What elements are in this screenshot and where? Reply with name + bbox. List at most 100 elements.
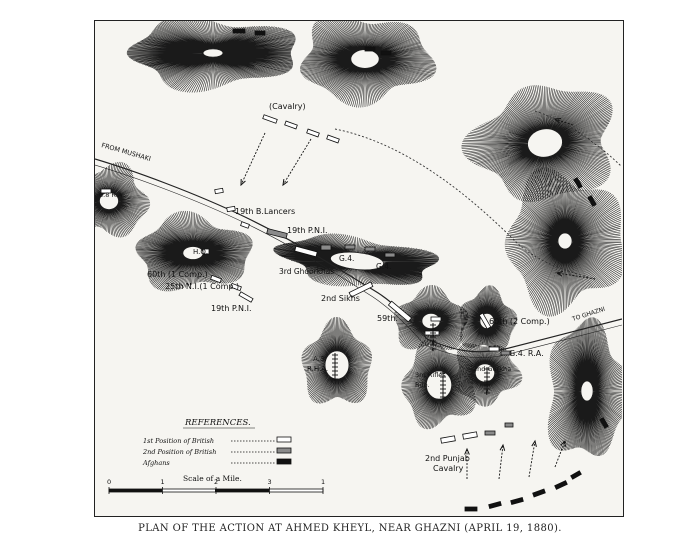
arrows-layer (240, 118, 596, 480)
unit-afghan-bottom-4 (532, 488, 546, 498)
afghan-approach-line (534, 110, 622, 167)
references-heading: REFERENCES. (184, 418, 251, 428)
unit-25th (230, 282, 242, 292)
label-pni-19-upper: 19th P.N.I. (287, 226, 327, 235)
unit-lancers-1 (214, 187, 224, 195)
arrow-punjab-3 (528, 439, 537, 478)
unit-hq (202, 248, 210, 255)
unit-g4-3 (384, 252, 396, 258)
unit-59th (387, 300, 413, 323)
label-regt-59: 59th. (377, 314, 398, 323)
unit-60th-1 (210, 274, 222, 284)
unit-lancers-2 (226, 205, 236, 213)
label-punjab-b: Cavalry (433, 464, 464, 473)
reference-swatch (276, 447, 292, 454)
unit-afghan-right-1 (573, 177, 583, 189)
reference-item-label: 1st Position of British (143, 437, 214, 445)
label-sikhs: 2nd Sikhs (321, 294, 360, 303)
unit-afghan-bottom-6 (570, 470, 582, 480)
label-ni-25: 25th N.I.(1 Comp.) (165, 282, 239, 291)
scale-tick-label: 3 (268, 478, 272, 486)
hill-right-upper (461, 85, 613, 203)
unit-g4ra-1 (488, 346, 500, 352)
unit-cavalry-4 (326, 134, 340, 144)
unit-afghan-top-3 (364, 46, 376, 52)
hill-bottom-right (547, 317, 634, 457)
road-label-from-mushaki: FROM MUSHAKI (100, 141, 151, 163)
guns-rha (332, 353, 338, 381)
road-from-mushaki-edge (94, 164, 424, 344)
label-rha: R.H.A. (307, 365, 328, 373)
label-g4-ra: G.4. R.A. (509, 349, 544, 358)
label-ghoorkhas: 3rd Ghoorkhas (279, 267, 334, 276)
hill-left-edge (68, 161, 151, 238)
arrow-cavalry-1 (240, 132, 266, 187)
scale-bar: Scale of a Mile. 0 1 2 3 1 (107, 474, 325, 494)
unit-afghan-bottom-5 (554, 480, 568, 490)
guns-59th (430, 323, 436, 351)
unit-lancers-3 (240, 221, 250, 229)
reference-swatch (276, 458, 292, 465)
unit-cavalry-2 (284, 120, 298, 130)
map-frame: FROM MUSHAKI TO GHAZNI (Cavalry) 19th B.… (68, 14, 634, 517)
unit-punjab-1 (440, 435, 456, 444)
unit-cavalry-3 (306, 128, 320, 138)
scale-tick-label: 1 (161, 478, 165, 486)
guns-gurkha (484, 367, 490, 395)
hill-right-mid (504, 167, 625, 317)
reference-item-label: 2nd Position of British (142, 448, 216, 456)
label-g4-b: G.4. (376, 262, 391, 271)
label-lancers: 19th B.Lancers (235, 207, 295, 216)
unit-cavalry-1 (262, 114, 278, 124)
unit-afghan-right-3 (599, 417, 609, 429)
unit-ghoorkhas-1 (294, 245, 318, 258)
label-rifles-b: Bde. (415, 381, 430, 389)
unit-60th-2 (478, 312, 492, 330)
unit-afghan-bottom-2 (488, 501, 502, 509)
references-items: 1st Position of British 2nd Position of B… (142, 436, 292, 467)
hill-rifles (401, 338, 476, 430)
arrow-punjab-4 (554, 439, 566, 468)
unit-afghan-right-2 (587, 195, 597, 207)
label-rifles: 3rd Rifles (415, 371, 446, 379)
unit-afghan-bottom-1 (464, 506, 478, 512)
reference-swatch (276, 436, 292, 443)
unit-afghan-top-1 (232, 28, 246, 34)
unit-punjab-2 (462, 431, 478, 440)
arrow-afghan-1 (555, 271, 596, 280)
road-to-ghazni (426, 318, 623, 353)
label-punjab: 2nd Punjab (425, 454, 470, 463)
guns-rifles (440, 371, 446, 399)
label-cavalry: (Cavalry) (269, 102, 306, 111)
scale-tick-label: 0 (107, 478, 111, 486)
arrow-punjab-1 (464, 447, 470, 479)
hill-top-right (299, 14, 437, 108)
unit-punjab-3 (484, 430, 496, 436)
unit-punjab-4 (504, 422, 514, 428)
unit-ghoorkhas-2 (320, 244, 332, 251)
references-legend: REFERENCES. 1st Position of British 2nd P… (142, 418, 292, 467)
unit-pni-19 (266, 228, 288, 239)
arrow-afghan-2 (553, 118, 574, 126)
units-layer (100, 28, 609, 512)
unit-sikhs (348, 281, 374, 298)
unit-afghan-bottom-3 (510, 497, 524, 505)
unit-ra-left (100, 188, 112, 194)
hills-layer (68, 14, 634, 457)
unit-center-1 (430, 316, 442, 322)
scale-title: Scale of a Mile. (183, 474, 242, 483)
unit-g4-1 (344, 244, 356, 250)
label-hq: H.Q. (193, 248, 208, 256)
map-caption: PLAN OF THE ACTION AT AHMED KHEYL, NEAR … (138, 523, 562, 534)
reference-item-label: Afghans (142, 459, 170, 467)
scale-tick-label: 2 (214, 478, 218, 486)
unit-afghan-top-4 (380, 50, 392, 56)
unit-g4ra-2 (500, 350, 512, 356)
cavalry-movement-line (334, 128, 596, 280)
scale-tick-label: 1 (321, 478, 325, 486)
unit-g4-2 (364, 246, 376, 252)
unit-pni-lower (238, 291, 254, 303)
label-g4-a: G.4. (339, 254, 354, 263)
label-ra-top: 6.8 R.A. (99, 191, 124, 199)
